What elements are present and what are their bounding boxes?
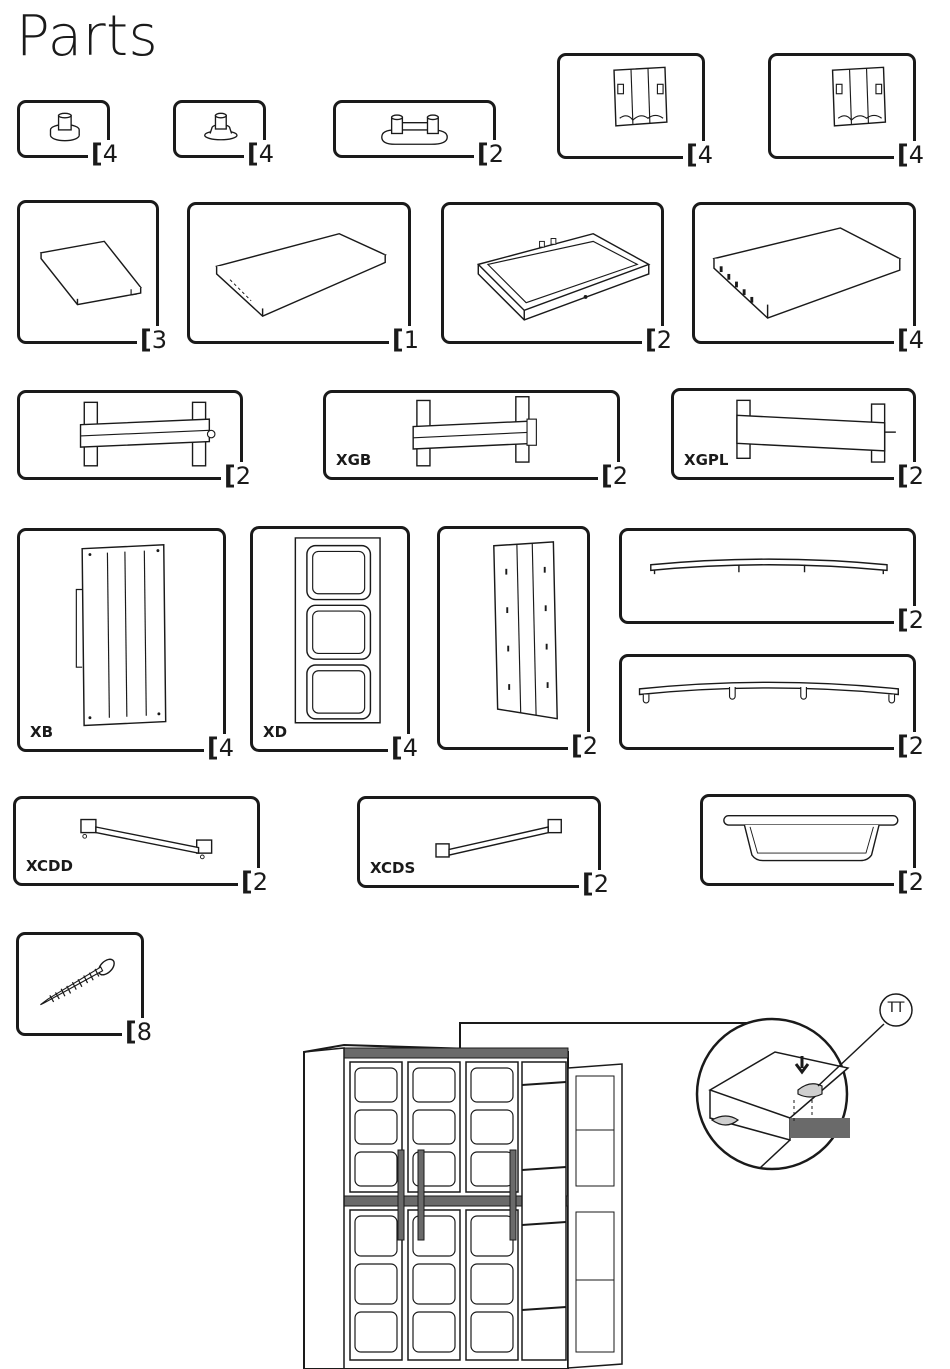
part-bar-xcds: XCDS [2 bbox=[357, 796, 601, 888]
part-door-xd: XD [4 bbox=[250, 526, 410, 752]
quantity-label: [2 bbox=[474, 140, 507, 168]
quantity-label: [4 bbox=[894, 141, 927, 169]
part-rail-base: [2 bbox=[17, 390, 243, 480]
small-shelf-illustration bbox=[20, 203, 156, 341]
top-panel-illustration bbox=[190, 205, 408, 341]
quantity-label: [4 bbox=[683, 141, 716, 169]
part-shelf: [4 bbox=[692, 202, 916, 344]
part-foot-double: [2 bbox=[333, 100, 496, 158]
quantity-label: [4 bbox=[388, 734, 421, 762]
part-screw: [8 bbox=[16, 932, 144, 1036]
handle-rail-illustration bbox=[622, 657, 913, 747]
part-back-panel-xb: XB [4 bbox=[17, 528, 226, 752]
quantity-label: [2 bbox=[894, 606, 927, 634]
page-title: Parts bbox=[16, 4, 158, 69]
shelf-illustration bbox=[695, 205, 913, 341]
quantity-label: [2 bbox=[598, 462, 631, 490]
assembled-cabinet-illustration bbox=[290, 990, 940, 1369]
quantity-label: [4 bbox=[88, 140, 121, 168]
part-connector-b: [4 bbox=[768, 53, 916, 159]
handle-rail-illustration bbox=[622, 531, 913, 621]
frame-tray-illustration bbox=[444, 205, 661, 341]
quantity-label: [3 bbox=[137, 326, 170, 354]
part-code: XD bbox=[263, 723, 287, 741]
drawer-tray-illustration bbox=[703, 797, 913, 883]
part-top-panel: [1 bbox=[187, 202, 411, 344]
part-connector-a: [4 bbox=[557, 53, 705, 159]
quantity-label: [4 bbox=[244, 140, 277, 168]
part-small-shelf: [3 bbox=[17, 200, 159, 344]
part-drawer-tray: [2 bbox=[700, 794, 916, 886]
quantity-label: [2 bbox=[894, 868, 927, 896]
part-handle-rail-a: [2 bbox=[619, 528, 916, 624]
part-code: XCDD bbox=[26, 857, 73, 875]
quantity-label: [2 bbox=[238, 868, 271, 896]
foot-double-illustration bbox=[336, 103, 493, 155]
part-code: XB bbox=[30, 723, 53, 741]
part-side-panel: [2 bbox=[437, 526, 590, 750]
detail-callout-label: TT bbox=[886, 1000, 906, 1016]
back-panel-illustration bbox=[20, 531, 223, 749]
quantity-label: [2 bbox=[894, 462, 927, 490]
quantity-label: [2 bbox=[568, 732, 601, 760]
part-bar-xcdd: XCDD [2 bbox=[13, 796, 260, 886]
quantity-label: [2 bbox=[642, 326, 675, 354]
rail-base-illustration bbox=[20, 393, 240, 477]
connector-illustration bbox=[771, 56, 913, 156]
quantity-label: [1 bbox=[389, 326, 422, 354]
part-foot-single-b: [4 bbox=[173, 100, 266, 158]
quantity-label: [4 bbox=[204, 734, 237, 762]
quantity-label: [2 bbox=[894, 732, 927, 760]
door-illustration bbox=[253, 529, 407, 749]
quantity-label: [2 bbox=[579, 870, 612, 898]
part-code: XGB bbox=[336, 451, 371, 469]
part-rail-xgpl: XGPL [2 bbox=[671, 388, 916, 480]
quantity-label: [4 bbox=[894, 326, 927, 354]
part-foot-single-a: [4 bbox=[17, 100, 110, 158]
part-handle-rail-b: [2 bbox=[619, 654, 916, 750]
quantity-label: [8 bbox=[122, 1018, 155, 1046]
side-panel-illustration bbox=[440, 529, 587, 747]
part-rail-xgb: XGB [2 bbox=[323, 390, 620, 480]
part-code: XCDS bbox=[370, 859, 415, 877]
quantity-label: [2 bbox=[221, 462, 254, 490]
part-code: XGPL bbox=[684, 451, 728, 469]
part-frame-tray: [2 bbox=[441, 202, 664, 344]
connector-illustration bbox=[560, 56, 702, 156]
